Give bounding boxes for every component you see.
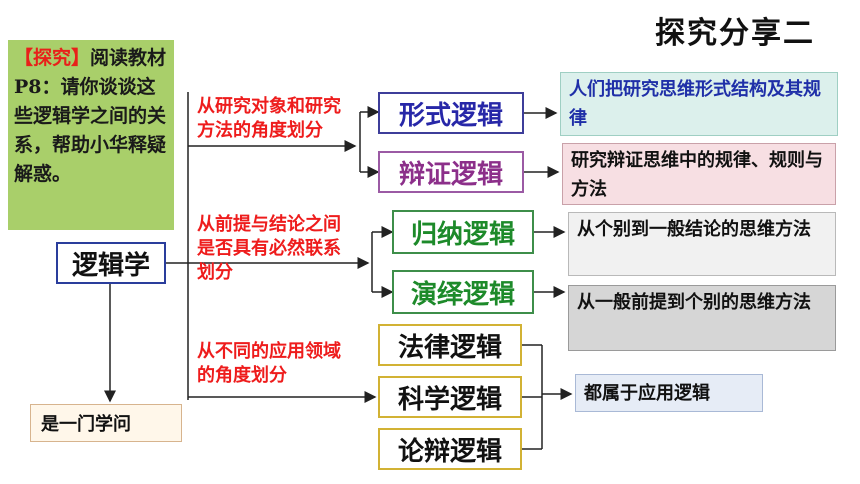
inductive-logic-box: 归纳逻辑 bbox=[392, 210, 534, 254]
formal-logic-description: 人们把研究思维形式结构及其规律 bbox=[560, 72, 838, 136]
page-title: 探究分享二 bbox=[655, 16, 815, 51]
deductive-logic-box: 演绎逻辑 bbox=[392, 270, 534, 314]
formal-logic-box: 形式逻辑 bbox=[378, 92, 524, 134]
deductive-logic-description: 从一般前提到个别的思维方法 bbox=[568, 285, 836, 351]
inductive-logic-description: 从个别到一般结论的思维方法 bbox=[568, 212, 836, 276]
dialectic-logic-box: 辩证逻辑 bbox=[378, 151, 524, 193]
explore-prompt-box: 【探究】阅读教材P8：请你谈谈这些逻辑学之间的关系，帮助小华释疑解惑。 bbox=[8, 40, 174, 230]
legal-logic-box: 法律逻辑 bbox=[378, 324, 522, 366]
criterion-label-premise-conclusion: 从前提与结论之间是否具有必然联系划分 bbox=[197, 214, 341, 283]
root-logic-box: 逻辑学 bbox=[56, 242, 166, 284]
criterion-label-application-field: 从不同的应用领域的角度划分 bbox=[197, 341, 341, 386]
discipline-box: 是一门学问 bbox=[30, 404, 182, 442]
criterion-label-object-method: 从研究对象和研究方法的角度划分 bbox=[197, 96, 341, 141]
explore-text: 阅读教材P8：请你谈谈这些逻辑学之间的关系，帮助小华释疑解惑。 bbox=[14, 47, 167, 185]
applied-logic-description: 都属于应用逻辑 bbox=[575, 374, 763, 412]
dialectic-logic-description: 研究辩证思维中的规律、规则与方法 bbox=[562, 143, 836, 205]
argumentation-logic-box: 论辩逻辑 bbox=[378, 428, 522, 470]
explore-tag: 【探究】 bbox=[14, 47, 91, 69]
scientific-logic-box: 科学逻辑 bbox=[378, 376, 522, 418]
